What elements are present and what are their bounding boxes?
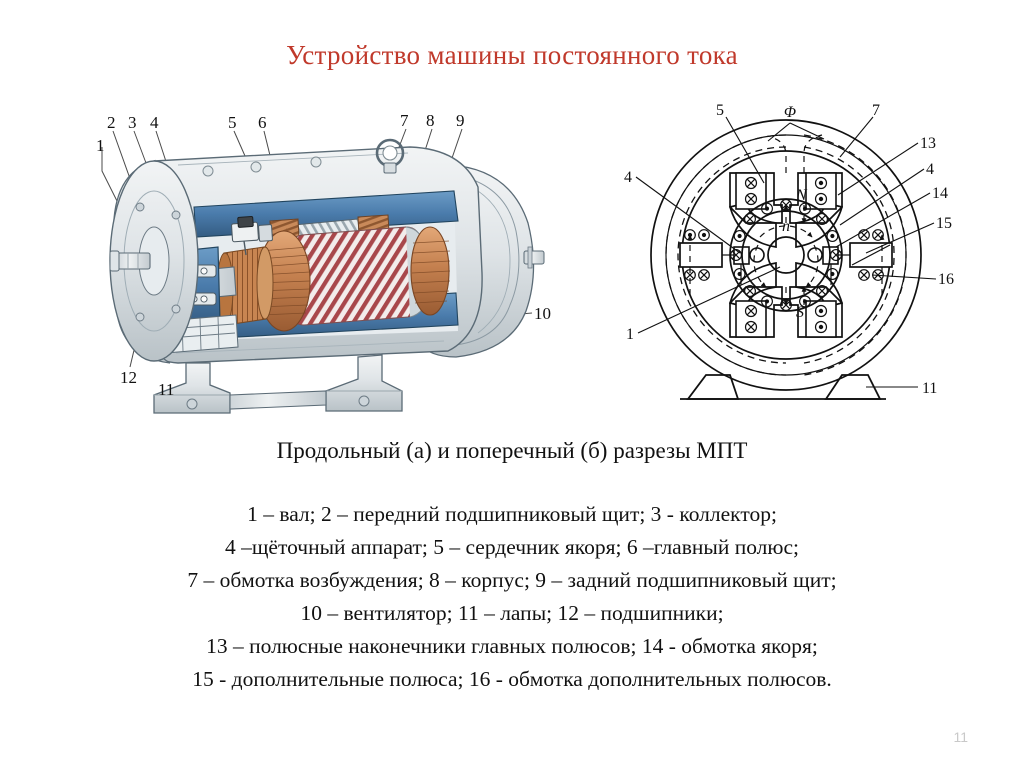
callout-b-4: 4: [624, 169, 632, 186]
mounting-feet: [153, 354, 403, 414]
legend-line-3: 7 – обмотка возбуждения; 8 – корпус; 9 –…: [187, 568, 837, 592]
callout-4: 4: [150, 113, 159, 132]
callout-5: 5: [228, 113, 237, 132]
legend-line-4: 10 – вентилятор; 11 – лапы; 12 – подшипн…: [300, 601, 724, 625]
legend-line-6: 15 - дополнительные полюса; 16 - обмотка…: [192, 667, 832, 691]
callout-8: 8: [426, 111, 435, 130]
callout-numbers-longitudinal: 1 2 3 4 5 6 7 8 9 10 11 12: [96, 111, 551, 399]
callout-10: 10: [534, 304, 551, 323]
brush-apparatus: [230, 216, 273, 256]
callout-numbers-cross-section: 5 7 13 4 14 15 16 4 1 11: [624, 102, 954, 397]
cross-section-symbols: Φ N S n: [767, 104, 825, 321]
legend-line-1: 1 – вал; 2 – передний подшипниковый щит;…: [247, 502, 777, 526]
callout-3: 3: [128, 113, 137, 132]
callout-b-7: 5: [716, 102, 724, 119]
callout-b-16: 16: [938, 271, 954, 288]
south-pole-label: S: [796, 304, 804, 321]
flux-symbol: Φ: [784, 104, 796, 121]
legend-block: 1 – вал; 2 – передний подшипниковый щит;…: [0, 498, 1024, 696]
callout-9: 9: [456, 111, 465, 130]
figures-area: 1 2 3 4 5 6 7 8 9 10 11 12: [0, 95, 1024, 425]
callout-b-11: 11: [922, 380, 937, 397]
callout-b-14: 14: [932, 185, 948, 202]
rotation-indicator: [753, 225, 819, 288]
callout-b-13: 13: [920, 135, 936, 152]
callout-b-5: 4: [926, 161, 934, 178]
callout-b-1: 1: [626, 326, 634, 343]
page-number: 11: [953, 729, 968, 745]
shaft-end: [109, 250, 151, 272]
figure-cross-section: Φ N S n: [618, 95, 1018, 425]
callout-11: 11: [158, 380, 174, 399]
page-title: Устройство машины постоянного тока: [286, 40, 738, 70]
commutating-poles: [679, 229, 893, 285]
armature-winding-rear: [410, 226, 451, 316]
dc-machine-cutaway-illustration: [109, 138, 545, 414]
front-bearing-shield: [109, 159, 199, 364]
callout-1: 1: [96, 136, 105, 155]
callout-6: 6: [258, 113, 267, 132]
north-pole-label: N: [795, 187, 808, 204]
flux-path-lines: [665, 134, 907, 376]
legend-line-5: 13 – полюсные наконечники главных полюсо…: [206, 634, 818, 658]
callout-b-15: 15: [936, 215, 952, 232]
callout-2: 2: [107, 113, 116, 132]
lifting-eye-bolt: [375, 138, 405, 174]
callout-b-8: 7: [872, 102, 880, 119]
cross-section-feet: [680, 374, 886, 400]
rotation-label: n: [782, 218, 790, 235]
callout-12: 12: [120, 368, 137, 387]
figure-caption: Продольный (а) и поперечный (б) разрезы …: [276, 438, 748, 463]
cross-section-drawing: Φ N S n: [624, 102, 954, 400]
callout-7: 7: [400, 111, 409, 130]
field-windings: [735, 172, 837, 338]
figure-longitudinal-section: 1 2 3 4 5 6 7 8 9 10 11 12: [58, 95, 618, 425]
legend-line-2: 4 –щёточный аппарат; 5 – сердечник якоря…: [225, 535, 799, 559]
callout-leaders-cross-section: [635, 116, 937, 388]
housing-bolts: [202, 156, 322, 177]
machine-interior-cutaway: [149, 190, 459, 354]
